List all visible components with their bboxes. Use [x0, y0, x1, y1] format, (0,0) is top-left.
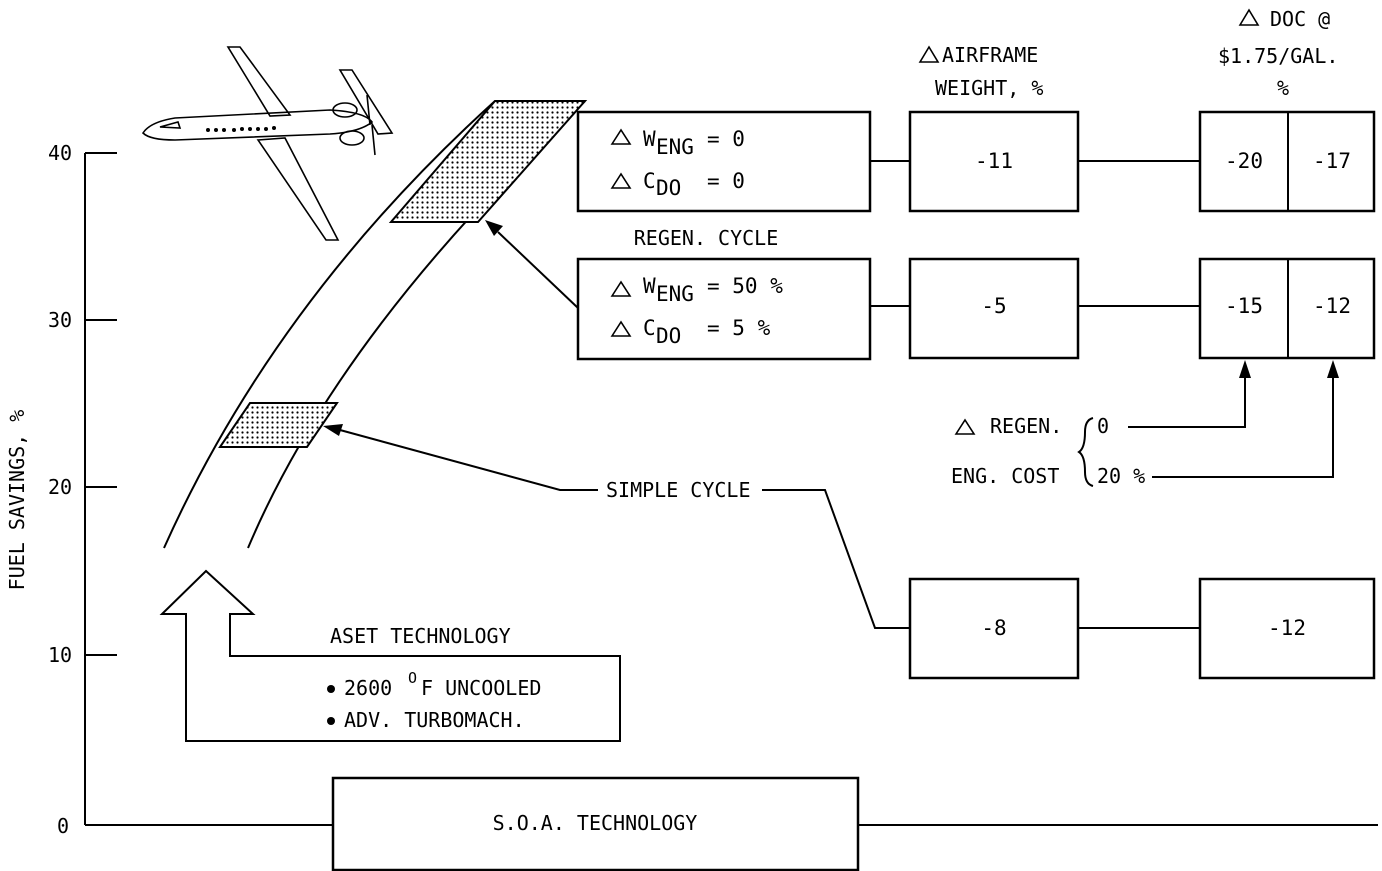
- delta-icon: [918, 45, 940, 63]
- w-value: = 50 %: [707, 274, 783, 298]
- eng-cost-line1: REGEN.: [990, 414, 1062, 438]
- aset-bullet1-b: F UNCOOLED: [421, 676, 541, 700]
- simple-airframe-value: -8: [981, 616, 1006, 640]
- delta-icon: [610, 280, 632, 297]
- airframe-weight-header: AIRFRAME WEIGHT, %: [918, 43, 1043, 100]
- aset-bullet1-a: 2600: [344, 676, 392, 700]
- aset-bullet2: ADV. TURBOMACH.: [344, 708, 525, 732]
- tick-label-20: 20: [48, 475, 72, 499]
- tick-label-30: 30: [48, 308, 72, 332]
- c-subscript: DO: [656, 176, 681, 200]
- simple-shaded-region: [218, 402, 339, 448]
- top-doc-a: -20: [1225, 149, 1263, 173]
- delta-icon: [954, 418, 976, 435]
- fuel-savings-band: [163, 100, 588, 549]
- regen-shaded-region: [388, 100, 588, 223]
- aset-technology-callout: ASET TECHNOLOGY 2600 O F UNCOOLED ADV. T…: [159, 569, 621, 742]
- w-subscript: ENG: [656, 282, 694, 306]
- eng-cost-val1: 0: [1097, 414, 1109, 438]
- airplane-icon: [141, 46, 394, 241]
- top-airframe-box: [908, 110, 1080, 213]
- regen-row: REGEN. CYCLE W ENG = 50 % C DO = 5 % -5 …: [576, 226, 1376, 361]
- tick-label-10: 10: [48, 643, 72, 667]
- top-row: W ENG = 0 C DO = 0 -11 -20 -17: [576, 110, 1376, 213]
- tick-label-40: 40: [48, 141, 72, 165]
- eng-cost-line2: ENG. COST: [951, 464, 1059, 488]
- doc-header-line3: %: [1277, 76, 1289, 100]
- bullet-dot: [327, 717, 335, 725]
- w-symbol: W: [643, 274, 656, 298]
- w-value: = 0: [707, 127, 745, 151]
- top-airframe-value: -11: [975, 149, 1013, 173]
- bullet-dot: [327, 685, 335, 693]
- doc-header: DOC @ $1.75/GAL. %: [1218, 7, 1338, 100]
- aset-title: ASET TECHNOLOGY: [330, 624, 511, 648]
- brace: [1077, 417, 1094, 487]
- regen-airframe-box: [908, 257, 1080, 360]
- eng-cost-val2: 20 %: [1097, 464, 1145, 488]
- w-subscript: ENG: [656, 135, 694, 159]
- y-axis-label: FUEL SAVINGS, %: [5, 410, 29, 591]
- regen-doc-b: -12: [1313, 294, 1351, 318]
- soa-technology-label: S.O.A. TECHNOLOGY: [493, 811, 698, 835]
- delta-icon: [610, 320, 632, 337]
- regen-pointer: [485, 220, 579, 309]
- delta-icon: [1238, 8, 1260, 26]
- top-doc-b: -17: [1313, 149, 1351, 173]
- regen-doc-a: -15: [1225, 294, 1263, 318]
- tick-label-0: 0: [57, 814, 69, 838]
- regen-airframe-value: -5: [981, 294, 1006, 318]
- doc-header-line1: DOC @: [1270, 7, 1330, 31]
- simple-cycle-row: SIMPLE CYCLE -8 -12: [323, 424, 1376, 680]
- w-symbol: W: [643, 127, 656, 151]
- c-value: = 5 %: [707, 316, 771, 340]
- regen-engine-box: [576, 257, 872, 361]
- airframe-header-line1: AIRFRAME: [942, 43, 1038, 67]
- airframe-header-line2: WEIGHT, %: [935, 76, 1043, 100]
- simple-cycle-label: SIMPLE CYCLE: [606, 478, 751, 502]
- c-subscript: DO: [656, 324, 681, 348]
- y-axis: 40 30 20 10 0 FUEL SAVINGS, %: [5, 141, 117, 838]
- simple-doc-box: [1198, 577, 1376, 680]
- delta-icon: [610, 172, 632, 189]
- top-engine-box: [576, 110, 872, 213]
- soa-technology-box: [331, 776, 860, 871]
- aset-bullet1-sup: O: [408, 669, 417, 687]
- simple-doc-value: -12: [1268, 616, 1306, 640]
- delta-icon: [610, 128, 632, 145]
- engine-cost-annotation: REGEN. ENG. COST 0 20 %: [951, 360, 1339, 488]
- c-value: = 0: [707, 169, 745, 193]
- regen-cycle-title: REGEN. CYCLE: [634, 226, 779, 250]
- doc-header-line2: $1.75/GAL.: [1218, 44, 1338, 68]
- c-symbol: C: [643, 316, 656, 340]
- c-symbol: C: [643, 169, 656, 193]
